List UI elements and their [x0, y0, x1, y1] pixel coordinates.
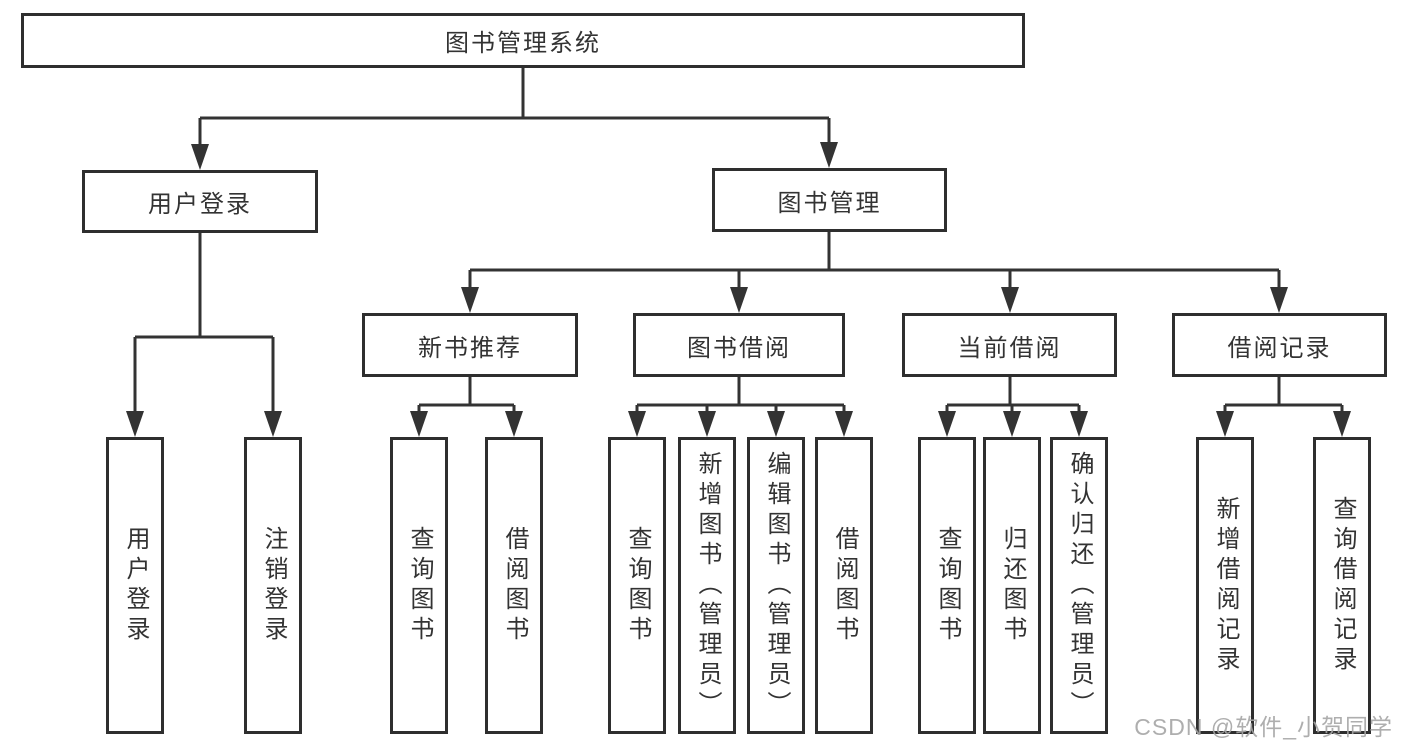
arrowhead — [730, 287, 748, 313]
leaf-label: 注销登录 — [260, 525, 287, 646]
csdn-watermark: CSDN @软件_小贺同学 — [1134, 714, 1393, 740]
leaf-edit-books-admin: 编辑图书（管理员） — [747, 437, 805, 734]
arrowhead — [698, 411, 716, 437]
arrowhead — [126, 411, 144, 437]
leaf-query-borrow-record: 查询借阅记录 — [1313, 437, 1371, 734]
arrowhead — [1001, 287, 1019, 313]
arrowhead — [1070, 411, 1088, 437]
leaf-add-books-admin: 新增图书（管理员） — [678, 437, 736, 734]
leaf-label: 确认归还（管理员） — [1066, 450, 1093, 721]
leaf-label: 新增图书（管理员） — [694, 450, 721, 721]
arrowhead — [628, 411, 646, 437]
arrowheads — [126, 142, 1351, 437]
arrowhead — [1270, 287, 1288, 313]
arrowhead — [820, 142, 838, 168]
leaf-query-books-recommend: 查询图书 — [390, 437, 448, 734]
arrowhead — [835, 411, 853, 437]
leaf-label: 查询借阅记录 — [1329, 495, 1356, 676]
leaf-query-books-current: 查询图书 — [918, 437, 976, 734]
node-current-borrowing: 当前借阅 — [902, 313, 1117, 377]
leaf-label: 归还图书 — [999, 525, 1026, 646]
leaf-return-books: 归还图书 — [983, 437, 1041, 734]
leaf-label: 查询图书 — [934, 525, 961, 646]
arrowhead — [264, 411, 282, 437]
arrowhead — [1333, 411, 1351, 437]
leaf-label: 借阅图书 — [831, 525, 858, 646]
arrowhead — [410, 411, 428, 437]
leaf-borrow-books: 借阅图书 — [815, 437, 873, 734]
arrowhead — [191, 144, 209, 170]
leaf-query-books-borrowing: 查询图书 — [608, 437, 666, 734]
arrowhead — [938, 411, 956, 437]
arrowhead — [1003, 411, 1021, 437]
leaf-label: 查询图书 — [406, 525, 433, 646]
node-borrow-records: 借阅记录 — [1172, 313, 1387, 377]
node-user-login: 用户登录 — [82, 170, 318, 233]
leaf-add-borrow-record: 新增借阅记录 — [1196, 437, 1254, 734]
leaf-logout: 注销登录 — [244, 437, 302, 734]
arrowhead — [461, 287, 479, 313]
node-new-book-recommend: 新书推荐 — [362, 313, 578, 377]
leaf-label: 查询图书 — [624, 525, 651, 646]
leaf-user-login: 用户登录 — [106, 437, 164, 734]
leaf-label: 新增借阅记录 — [1212, 495, 1239, 676]
node-book-management: 图书管理 — [712, 168, 947, 232]
leaf-label: 用户登录 — [122, 525, 149, 646]
leaf-confirm-return-admin: 确认归还（管理员） — [1050, 437, 1108, 734]
node-book-borrowing: 图书借阅 — [633, 313, 845, 377]
connector-lines — [133, 68, 1344, 415]
leaf-label: 编辑图书（管理员） — [763, 450, 790, 721]
arrowhead — [767, 411, 785, 437]
node-root-system: 图书管理系统 — [21, 13, 1025, 68]
leaf-borrow-books-recommend: 借阅图书 — [485, 437, 543, 734]
leaf-label: 借阅图书 — [501, 525, 528, 646]
arrowhead — [505, 411, 523, 437]
arrowhead — [1216, 411, 1234, 437]
